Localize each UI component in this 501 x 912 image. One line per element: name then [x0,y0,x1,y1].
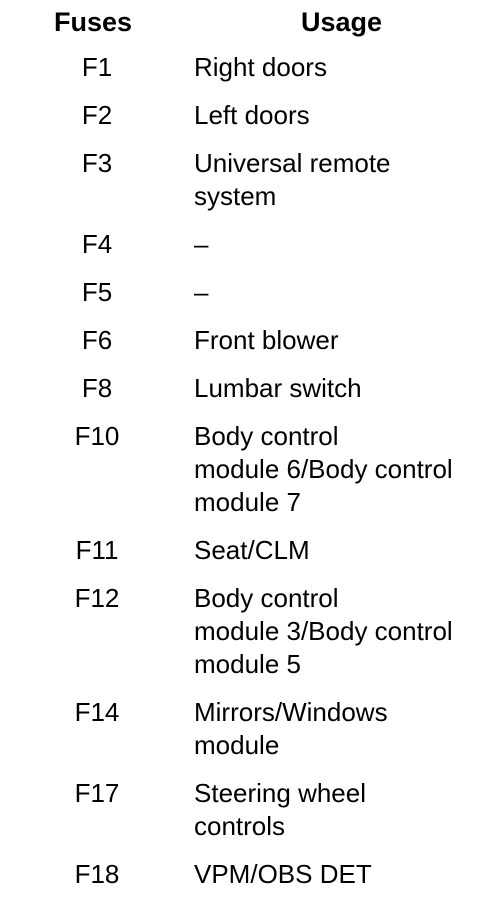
fuse-id: F11 [75,535,119,565]
fuse-id: F18 [74,859,120,889]
fuse-id: F2 [81,100,113,130]
usage-line: Body control [194,583,339,613]
usage-line: Seat/CLM [194,535,310,565]
table-row: F5 – [0,276,501,324]
fuse-cell: F1 [0,51,194,99]
fuse-id: F4 [81,229,113,259]
usage-line: VPM/OBS DET [194,859,372,889]
usage-line: Mirrors/Windows [194,697,388,727]
fuse-id: F6 [81,325,113,355]
fuse-id: F8 [81,373,113,403]
table-row: F6 Front blower [0,324,501,372]
table-row: F18 VPM/OBS DET [0,858,501,906]
usage-line: module 7 [194,487,301,517]
usage-line: Body control [194,421,339,451]
usage-line: – [194,229,209,259]
fuse-id: F1 [81,52,113,82]
fuse-id: F12 [74,583,120,613]
usage-cell: Left doors [194,99,501,147]
fuse-id: F10 [74,421,120,451]
fuse-cell: F18 [0,858,194,906]
fuse-cell: F14 [0,696,194,777]
usage-line: system [194,181,277,211]
table-row: F1 Right doors [0,51,501,99]
fuse-cell: F17 [0,777,194,858]
fuse-cell: F12 [0,582,194,696]
usage-line: Right doors [194,52,327,82]
usage-cell: VPM/OBS DET [194,858,501,906]
fuse-id: F17 [74,778,120,808]
usage-cell: Right doors [194,51,501,99]
fuse-id: F5 [81,277,113,307]
table-row: F11 Seat/CLM [0,534,501,582]
table-header: Fuses Usage [0,0,501,51]
usage-line: Lumbar switch [194,373,362,403]
fuse-cell: F3 [0,147,194,228]
usage-line: Left doors [194,100,310,130]
usage-line: module 5 [194,649,301,679]
usage-cell: Seat/CLM [194,534,501,582]
header-fuses: Fuses [54,7,133,37]
header-row: Fuses Usage [0,0,501,51]
usage-cell: – [194,228,501,276]
usage-line: module [194,730,280,760]
usage-line: – [194,277,209,307]
usage-line: controls [194,811,286,841]
usage-line: module 3/Body control [194,616,453,646]
table-row: F2 Left doors [0,99,501,147]
fuse-id: F3 [81,148,113,178]
fuse-cell: F11 [0,534,194,582]
usage-cell: Front blower [194,324,501,372]
usage-line: Steering wheel [194,778,366,808]
usage-cell: Lumbar switch [194,372,501,420]
fuse-cell: F6 [0,324,194,372]
usage-line: module 6/Body control [194,454,453,484]
fuse-cell: F2 [0,99,194,147]
fuse-cell: F4 [0,228,194,276]
fuse-cell: F10 [0,420,194,534]
fuse-cell: F8 [0,372,194,420]
fuse-cell: F5 [0,276,194,324]
header-usage: Usage [301,7,383,37]
usage-line: Front blower [194,325,339,355]
fuse-id: F14 [74,697,120,727]
table-row: F8 Lumbar switch [0,372,501,420]
table-row: F4 – [0,228,501,276]
usage-line: Universal remote [194,148,391,178]
usage-cell: – [194,276,501,324]
